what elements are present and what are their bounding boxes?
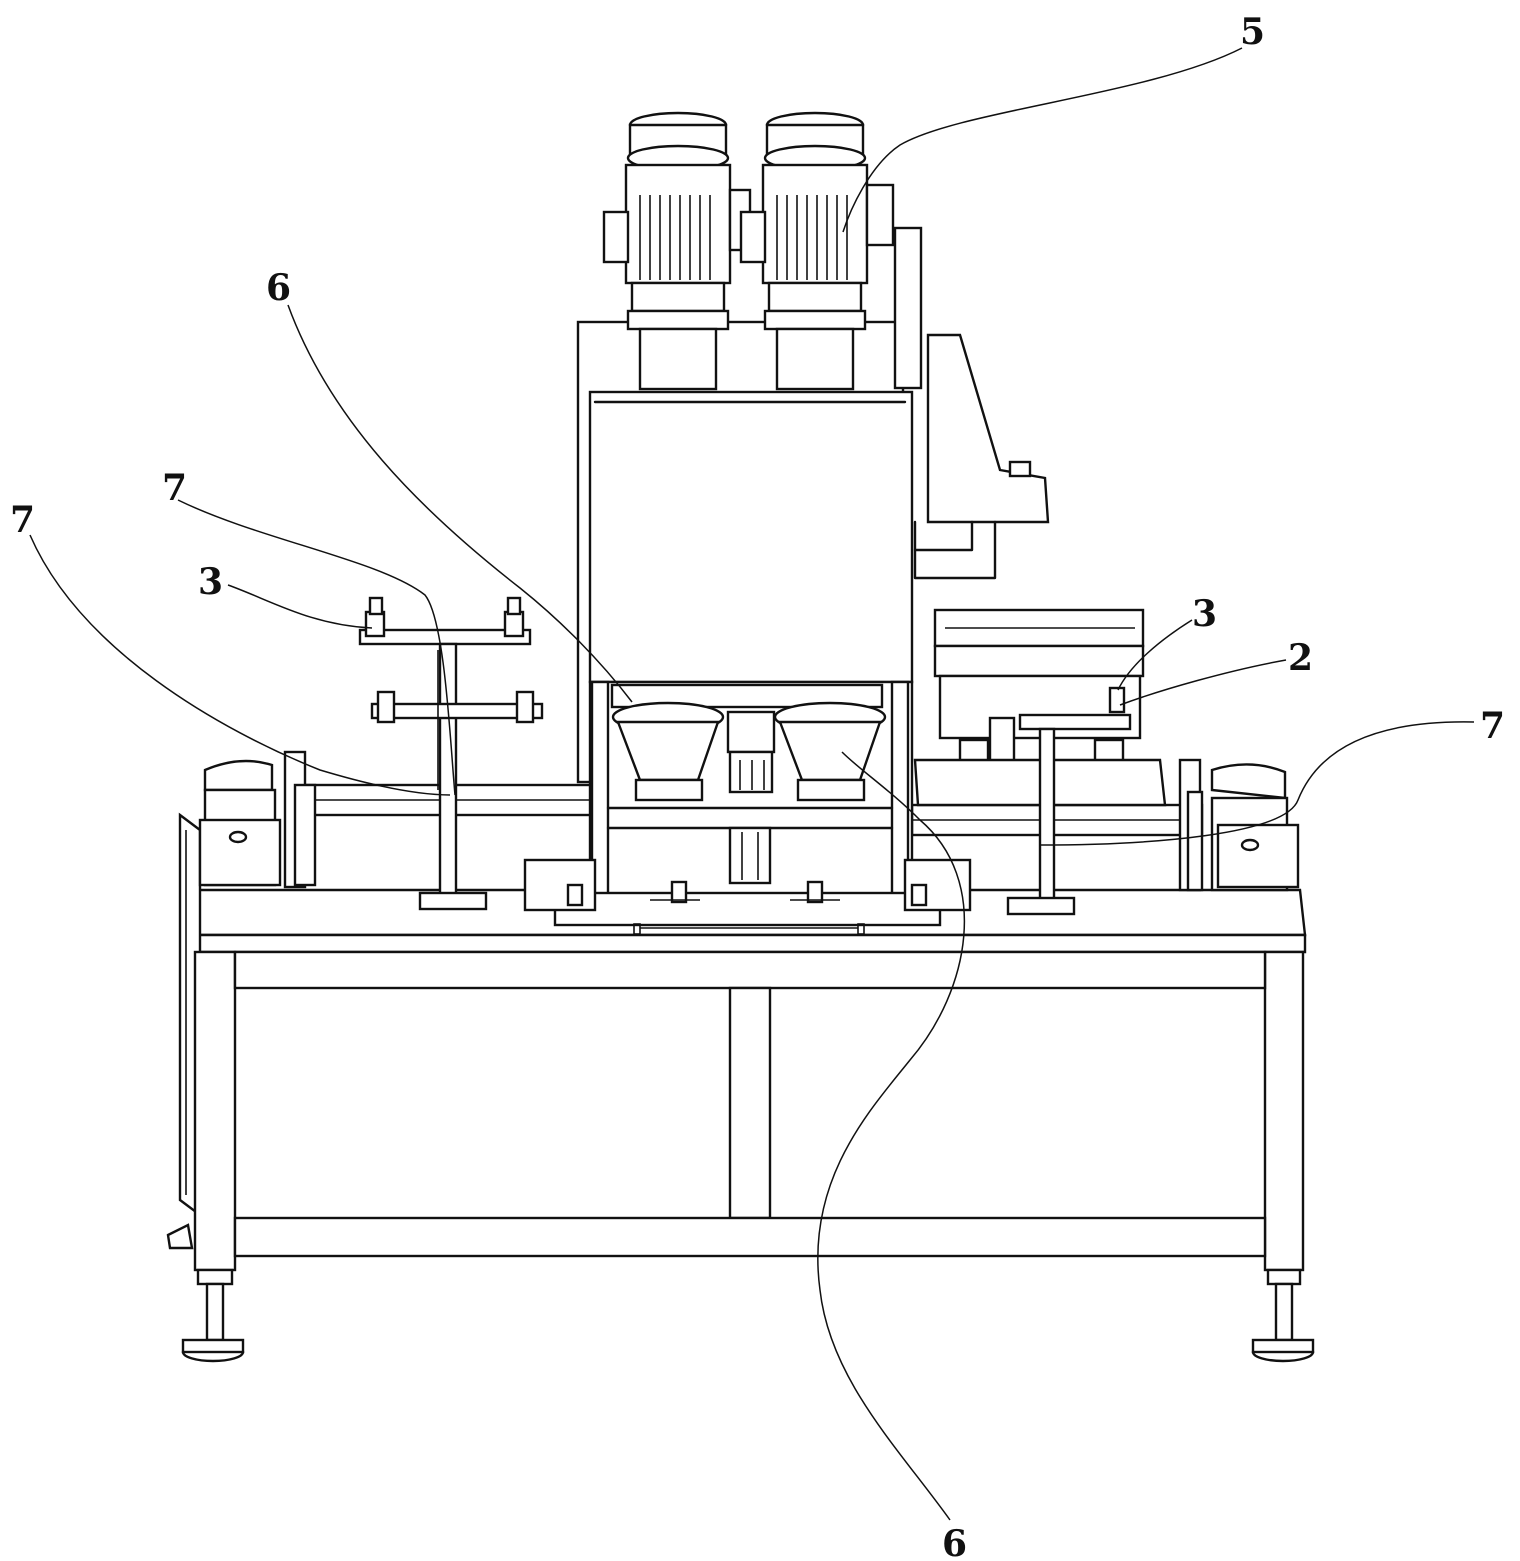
label-6-upper-left: 6 [266,267,291,309]
label-7-far-left: 7 [10,499,35,541]
label-6-bottom: 6 [942,1523,967,1561]
label-3-right: 3 [1192,593,1217,635]
right-feeder-unit [913,608,1167,916]
control-panel [913,333,1050,580]
left-clamp-stand [358,596,544,911]
central-housing [523,320,972,935]
callout-labels: 5 6 7 7 3 3 2 7 6 [10,11,1505,1561]
motor-right [739,111,923,391]
base-frame [166,812,1315,1363]
label-7-right: 7 [1480,705,1505,747]
motor-left [602,111,752,391]
label-7-upper-left: 7 [162,467,187,509]
leader-lines [29,47,1475,1521]
label-2-right: 2 [1288,637,1313,679]
conveyor-rails [198,750,1300,892]
label-3-left: 3 [198,561,223,603]
label-5-top-right: 5 [1240,11,1265,53]
